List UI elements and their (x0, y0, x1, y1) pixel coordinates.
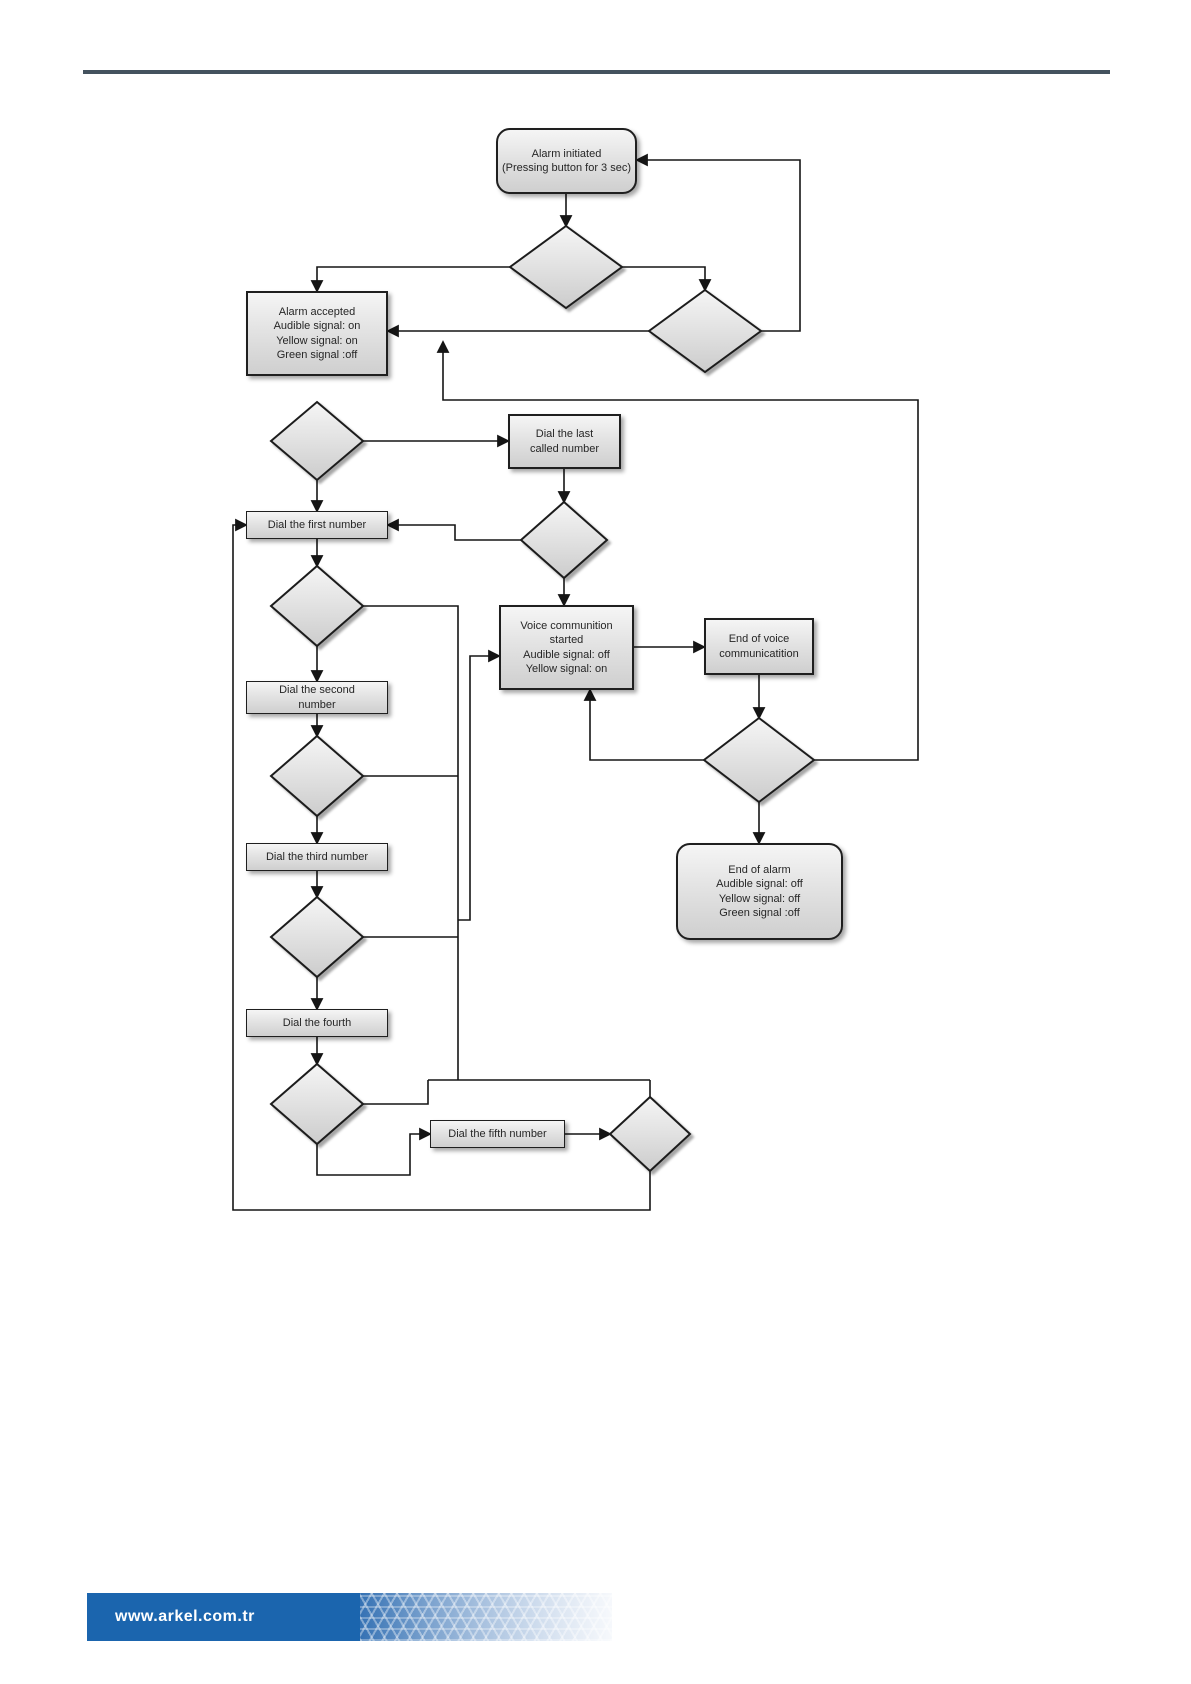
node-end-of-voice-communication: End of voice communicatition (704, 618, 814, 675)
decision-diamond-third-answered (269, 895, 365, 979)
rail-diamond1-answer (363, 605, 459, 1080)
decision-diamond-initiate (508, 224, 624, 310)
connector-decisionA-to-decisionB (622, 266, 712, 292)
node-dial-fifth-number: Dial the fifth number (430, 1120, 565, 1148)
connector-answer-to-voice (458, 649, 501, 921)
decision-diamonds (269, 224, 816, 1173)
connectors (232, 153, 919, 1211)
footer-triangle-pattern (360, 1593, 612, 1641)
connector-decisionE-back-to-voice (583, 688, 704, 761)
connector-rails (363, 605, 651, 1105)
header-rule (83, 70, 1110, 74)
node-alarm-accepted: Alarm accepted Audible signal: on Yellow… (246, 291, 388, 376)
connector-loop-to-dial-first (232, 518, 651, 1211)
connector-diamond4-to-dial-fifth (316, 1127, 432, 1176)
connector-decisionD-to-dial-first (386, 518, 521, 541)
connector-decisionB-retry-init (635, 153, 801, 332)
decision-diamond-first-answered (269, 564, 365, 648)
footer-brand-bar: www.arkel.com.tr (87, 1593, 612, 1641)
rail-diamond4-answer (363, 1080, 429, 1105)
node-dial-second-number: Dial the second number (246, 681, 388, 714)
node-dial-first-number: Dial the first number (246, 511, 388, 539)
node-end-of-alarm: End of alarm Audible signal: off Yellow … (676, 843, 843, 940)
decision-diamond-last-answered (519, 500, 609, 580)
node-dial-third-number: Dial the third number (246, 843, 388, 871)
decision-diamond-second-answered (269, 734, 365, 818)
decision-diamond-confirm (647, 288, 763, 374)
connector-redial-feedback (436, 340, 919, 761)
decision-diamond-last-number (269, 400, 365, 482)
node-dial-fourth-number: Dial the fourth (246, 1009, 388, 1037)
node-alarm-initiated: Alarm initiated (Pressing button for 3 s… (496, 128, 637, 194)
node-dial-last-number: Dial the last called number (508, 414, 621, 469)
footer-website-url: www.arkel.com.tr (115, 1608, 255, 1625)
decision-diamond-fifth-answered (608, 1095, 692, 1173)
node-voice-communication-started: Voice communition started Audible signal… (499, 605, 634, 690)
connector-decisionA-to-accepted (310, 266, 510, 293)
decision-diamond-fourth-answered (269, 1062, 365, 1146)
decision-diamond-end-call (702, 716, 816, 804)
